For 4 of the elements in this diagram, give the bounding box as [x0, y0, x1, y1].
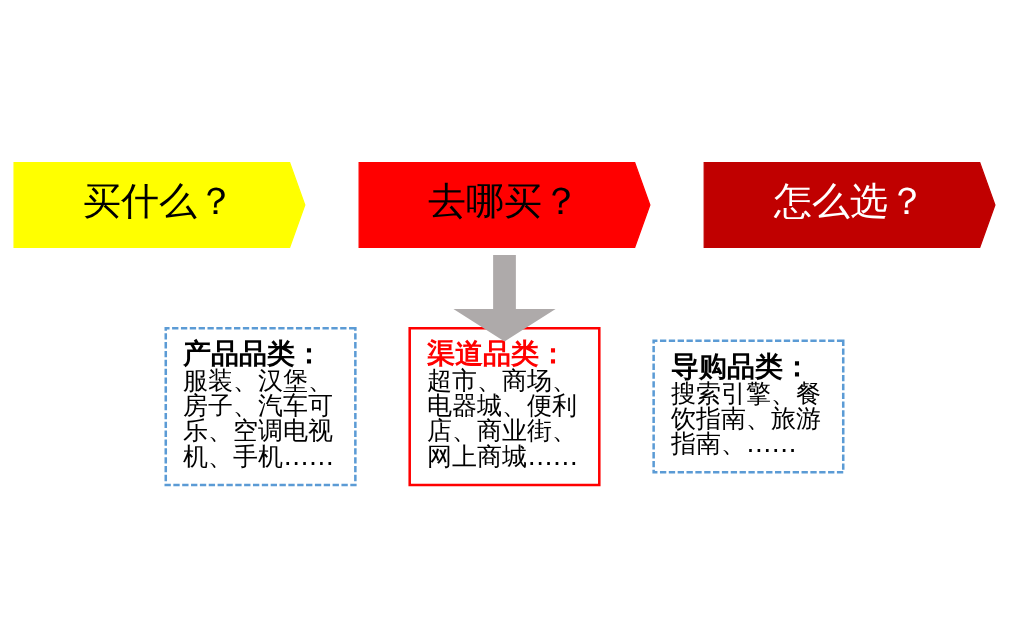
- node-box: 导购品类： 搜索引擎、餐饮指南、旅游指南、……: [652, 339, 845, 474]
- node-box: 渠道品类： 超市、商场、电器城、便利店、商业街、网上商城……: [408, 326, 601, 487]
- arrow: [453, 254, 556, 342]
- node-box: 产品品类： 服装、汉堡、房子、汽车可乐、空调电视机、手机……: [164, 326, 357, 487]
